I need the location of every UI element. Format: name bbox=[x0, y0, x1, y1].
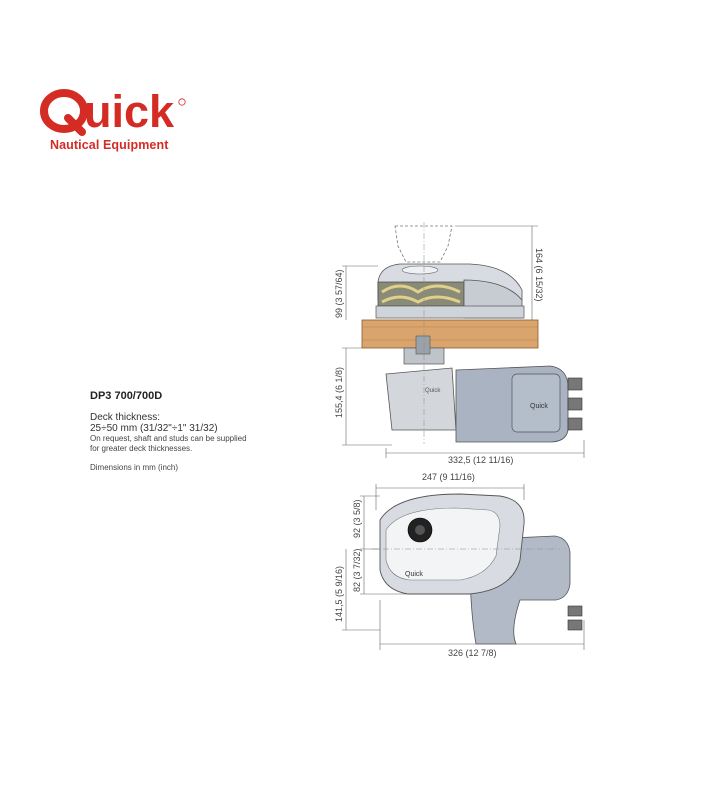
dim-plan-back: 82 (3 7/32) bbox=[352, 548, 362, 592]
side-view: Quick Quick bbox=[361, 222, 583, 444]
request-note-1: On request, shaft and studs can be suppl… bbox=[90, 434, 247, 443]
gearbox-brand: Quick bbox=[425, 388, 441, 394]
dim-plan-width: 247 (9 11/16) bbox=[422, 472, 475, 482]
spec-block: DP3 700/700D Deck thickness: 25÷50 mm (3… bbox=[90, 390, 320, 473]
dim-plan-length: 326 (12 7/8) bbox=[448, 648, 497, 658]
dim-above-deck: 99 (3 57/64) bbox=[334, 269, 344, 318]
shaft bbox=[415, 335, 431, 355]
plan-view: Quick bbox=[372, 493, 583, 645]
logo-ring bbox=[40, 89, 88, 133]
plan-cover-highlight bbox=[385, 507, 501, 581]
deck-thickness-value: 25÷50 mm (31/32"÷1" 31/32) bbox=[90, 423, 218, 434]
plan-cable-glands bbox=[567, 605, 583, 631]
dim-side-length: 332,5 (12 11/16) bbox=[448, 455, 513, 465]
base-plate bbox=[375, 305, 525, 319]
request-note-2: for greater deck thicknesses. bbox=[90, 444, 193, 453]
motor-brand: Quick bbox=[530, 403, 548, 410]
dim-below-deck: 155,4 (6 1/8) bbox=[334, 367, 344, 418]
motor-junction-box bbox=[511, 373, 561, 433]
plan-brand: Quick bbox=[405, 571, 423, 578]
quick-logo: uick bbox=[40, 86, 186, 137]
units-note: Dimensions in mm (inch) bbox=[90, 463, 179, 472]
logo-tail bbox=[64, 114, 86, 136]
gypsy-band bbox=[377, 281, 465, 307]
dim-plan-front: 92 (3 5/8) bbox=[352, 499, 362, 538]
logo-subtitle: Nautical Equipment bbox=[50, 138, 169, 152]
deck-section bbox=[361, 319, 539, 349]
gearbox bbox=[385, 367, 457, 431]
deck-thickness-label: Deck thickness: bbox=[90, 412, 161, 423]
gypsy-raised-outline bbox=[394, 225, 453, 263]
registered-mark-icon bbox=[178, 98, 186, 106]
model-title: DP3 700/700D bbox=[90, 390, 163, 402]
dim-total-height: 164 (6 15/32) bbox=[534, 248, 544, 302]
cover-cap bbox=[401, 265, 439, 275]
gypsy-chain-upper bbox=[381, 284, 461, 294]
side-dimension-lines bbox=[342, 225, 585, 458]
plan-dimension-lines bbox=[342, 484, 585, 650]
cable-glands bbox=[567, 377, 583, 431]
logo-wordmark: uick bbox=[84, 86, 175, 137]
gypsy-chain-lower bbox=[381, 295, 461, 304]
dim-plan-total-depth: 141,5 (5 9/16) bbox=[334, 566, 344, 622]
